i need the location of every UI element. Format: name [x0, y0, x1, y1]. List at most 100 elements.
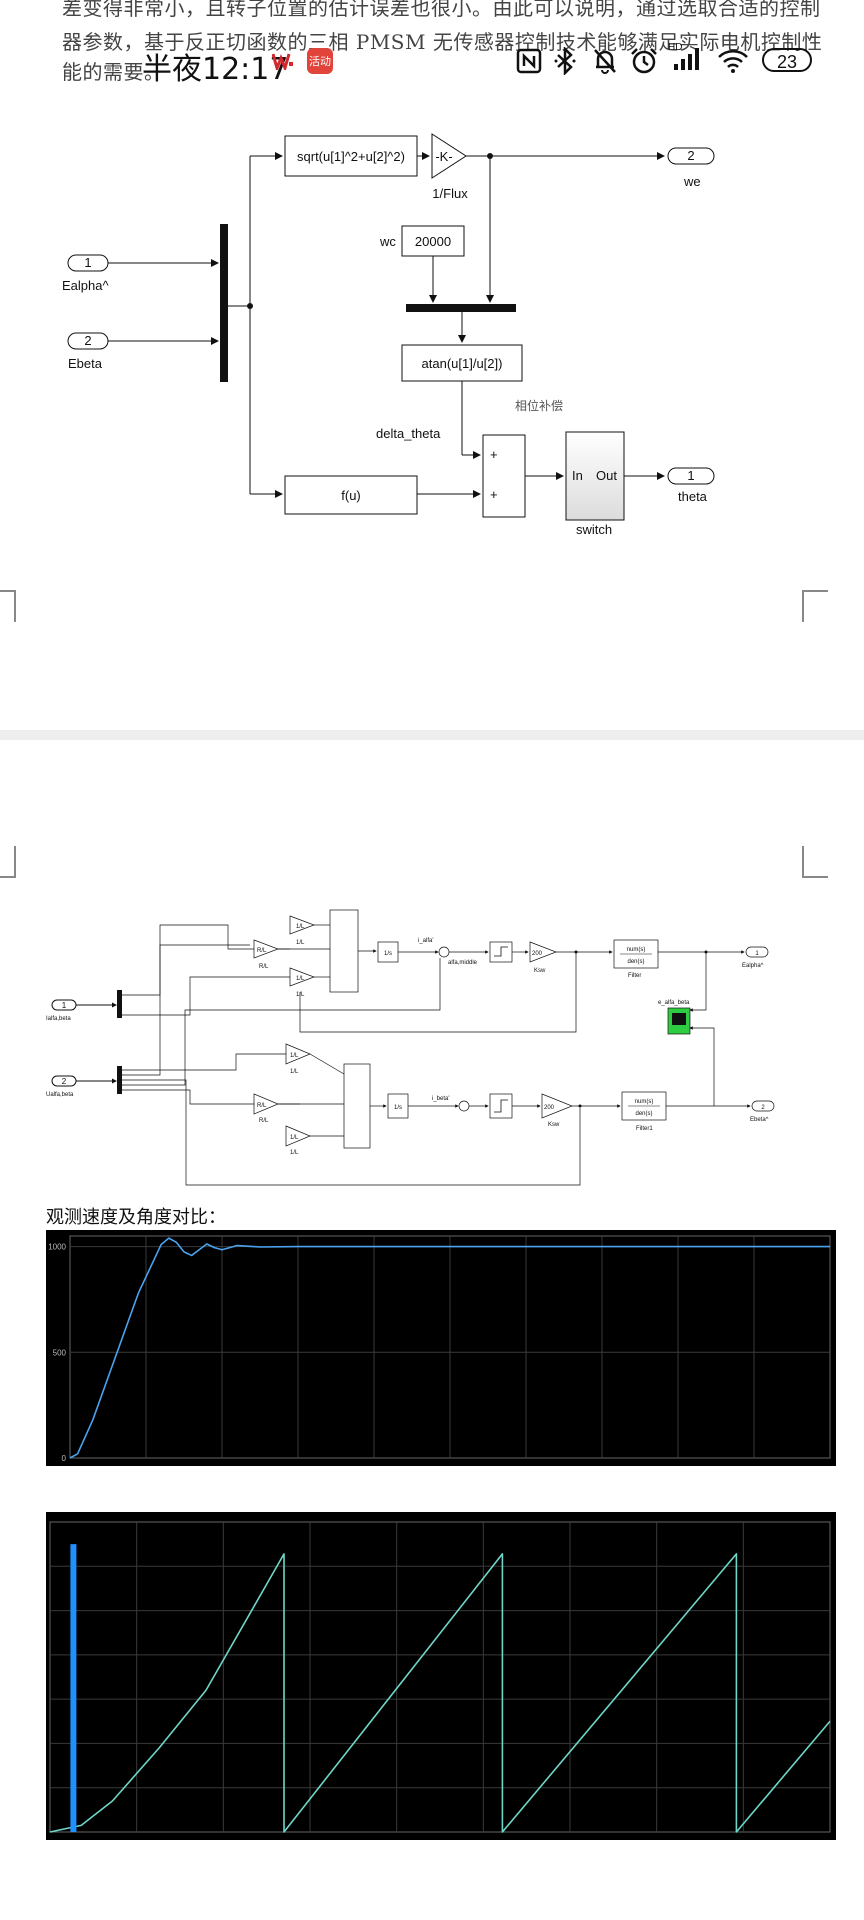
outport-theta-label: theta	[678, 489, 708, 504]
gain-text: -K-	[435, 149, 452, 164]
diag2-gain-1L-a[interactable]	[289, 915, 315, 935]
diag2-demux-1[interactable]	[117, 990, 122, 1018]
battery-icon: 23	[762, 48, 812, 72]
wc-label: wc	[379, 234, 396, 249]
outport-theta-block[interactable]	[667, 467, 715, 485]
switch-in-label: In	[572, 468, 583, 483]
diag2-g3-label: 1/L	[296, 992, 305, 998]
outport-theta-num: 1	[687, 468, 694, 483]
diag2-outport-2[interactable]	[751, 1100, 775, 1112]
paper-line-3: 能的需要。	[62, 60, 165, 84]
diag2-f2-label: Filter1	[636, 1126, 653, 1132]
inport-1-num: 1	[84, 255, 91, 270]
gain-label: 1/Flux	[432, 186, 468, 201]
paper-line-1: 差变得非常小，且转子位置的估计误差也很小。由此可以说明，通过选取合适的控制	[62, 0, 821, 20]
diag2-ksw2-value: 200	[544, 1105, 555, 1111]
bluetooth-icon	[554, 46, 576, 76]
inport-2-label: Ebeta	[68, 356, 103, 371]
inport-1-label: Ealpha^	[62, 278, 109, 293]
diag2-gain-1L-c[interactable]	[285, 1043, 311, 1065]
status-time: 半夜12:17	[142, 52, 289, 87]
status-bar: 半夜12:17 活动 HD 23	[0, 40, 864, 87]
diag2-int2-text: 1/s	[394, 1105, 402, 1111]
outport-we-label: we	[683, 174, 701, 189]
diag2-gain-RL-b[interactable]	[253, 1093, 279, 1115]
wc-constant-block[interactable]	[401, 225, 465, 257]
diag2-relay-label: alfa,middle	[448, 960, 478, 966]
diag2-sum-1[interactable]	[329, 909, 359, 993]
diag2-out2-label: Ebeta^	[750, 1117, 769, 1123]
sum-plus-2: +	[490, 487, 498, 502]
diag2-in2-num: 2	[62, 1077, 67, 1086]
outport-we-block[interactable]	[667, 147, 715, 165]
series-line-1	[49, 1553, 831, 1833]
sum-plus-1: +	[490, 447, 498, 462]
diag2-f2-num: num(s)	[635, 1099, 654, 1105]
diag2-g2-text: R/L	[257, 948, 267, 954]
delta-theta-label: delta_theta	[376, 426, 441, 441]
page-divider	[0, 730, 864, 740]
diag2-ksw-gain-1[interactable]	[529, 941, 557, 963]
page-corner-mark	[0, 590, 16, 622]
diag2-sum-2[interactable]	[343, 1063, 371, 1149]
simulink-diagram-1: 1 Ealpha^ 2 Ebeta sqrt(u[1]^2+u[2]^2) -K…	[62, 133, 715, 537]
diag2-g6-text: 1/L	[290, 1135, 299, 1141]
simulink-diagram-2: 1 Ialfa,beta 2 Ualfa,beta 1/L 1/L R/L R/…	[46, 909, 775, 1186]
app-badge-icon: 活动	[306, 46, 334, 76]
diag2-ksw1-label: Ksw	[534, 968, 546, 974]
gain-block[interactable]	[431, 133, 467, 179]
switch-subsystem-block[interactable]	[565, 431, 625, 521]
diag2-outport-1[interactable]	[745, 946, 769, 958]
page-corner-mark	[802, 846, 828, 878]
fu-fcn-block[interactable]	[284, 475, 418, 515]
diag2-g5-label: R/L	[259, 1118, 269, 1124]
sqrt-fcn-block[interactable]	[284, 135, 418, 177]
diag2-f1-label: Filter	[628, 973, 641, 979]
y-tick-label: 0	[62, 1454, 67, 1463]
diag2-gain-1L-b[interactable]	[289, 967, 315, 987]
wc-value: 20000	[415, 234, 451, 249]
switch-label: switch	[576, 522, 612, 537]
diag2-sum-circle-1[interactable]	[438, 946, 450, 958]
diag2-ksw-gain-2[interactable]	[541, 1093, 573, 1119]
diag2-g5-text: R/L	[257, 1103, 267, 1109]
sum-block[interactable]	[482, 434, 526, 518]
plot-frame	[49, 1521, 831, 1833]
page-corner-mark	[802, 590, 828, 622]
diag2-gain-1L-d[interactable]	[285, 1125, 311, 1147]
mux-2-block[interactable]	[406, 304, 516, 312]
diag2-f1-num: num(s)	[627, 947, 646, 953]
diag2-g4-text: 1/L	[290, 1053, 299, 1059]
diag2-g4-label: 1/L	[290, 1069, 299, 1075]
svg-text:HD: HD	[668, 42, 682, 53]
alarm-icon	[630, 46, 658, 76]
signal-icon: HD	[666, 42, 706, 72]
diag2-in2-label: Ualfa,beta	[46, 1092, 74, 1098]
atan-fcn-block[interactable]	[401, 344, 523, 382]
switch-out-label: Out	[596, 468, 617, 483]
diag2-ialfa-label: i_alfa'	[418, 938, 434, 944]
diag2-g1-label: 1/L	[296, 940, 305, 946]
angle-chart-svg	[49, 1521, 831, 1833]
mute-icon	[592, 46, 618, 76]
diag2-in1-num: 1	[62, 1001, 67, 1010]
diag2-g3-text: 1/L	[296, 976, 305, 982]
atan-text: atan(u[1]/u[2])	[422, 356, 503, 371]
sqrt-fcn-text: sqrt(u[1]^2+u[2]^2)	[297, 149, 405, 164]
diag2-in1-label: Ialfa,beta	[46, 1016, 71, 1022]
diag2-sum-circle-2[interactable]	[458, 1100, 470, 1112]
y-tick-label: 1000	[48, 1243, 66, 1252]
wifi-icon	[716, 46, 750, 76]
outport-we-num: 2	[687, 148, 694, 163]
fu-text: f(u)	[341, 488, 361, 503]
diag2-gain-RL-a[interactable]	[253, 939, 279, 959]
diag2-g6-label: 1/L	[290, 1150, 299, 1156]
diag2-out2-num: 2	[761, 1105, 765, 1111]
diag2-f1-den: den(s)	[627, 959, 644, 965]
diag2-demux-2[interactable]	[117, 1066, 122, 1094]
diag2-g1-text: 1/L	[296, 924, 305, 930]
page-corner-mark	[0, 846, 16, 878]
mux-block[interactable]	[220, 224, 228, 382]
